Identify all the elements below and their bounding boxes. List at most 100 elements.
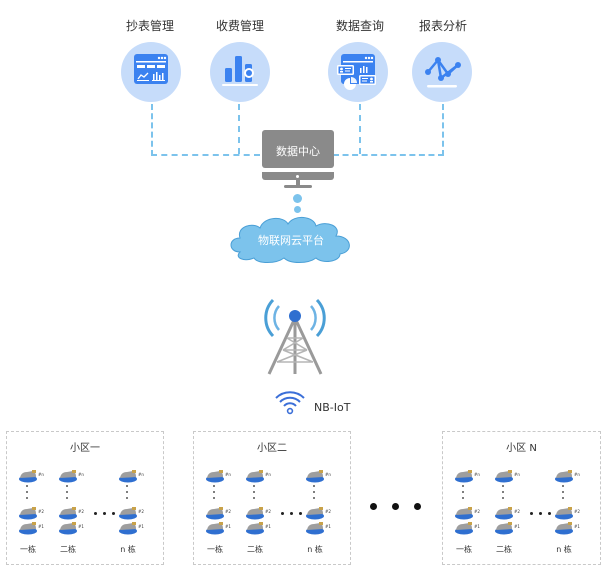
- cloud-icon: [230, 217, 350, 263]
- water-meter-icon[interactable]: #2: [554, 505, 580, 520]
- district-title: 小区 N: [506, 443, 537, 454]
- vertical-ellipsis-dot: [126, 485, 128, 487]
- link-dot-2: [294, 206, 301, 213]
- water-meter-icon[interactable]: #2: [305, 505, 331, 520]
- nbiot-label: NB-IoT: [314, 401, 351, 414]
- water-meter-icon[interactable]: #n: [554, 468, 580, 483]
- app-data-query[interactable]: [328, 42, 388, 102]
- water-meter-icon[interactable]: #2: [205, 505, 231, 520]
- vertical-ellipsis-dot: [213, 497, 215, 499]
- water-meter-icon[interactable]: #1: [58, 520, 84, 535]
- district-title: 小区二: [257, 443, 287, 454]
- water-meter-icon[interactable]: #2: [58, 505, 84, 520]
- water-meter-icon[interactable]: #2: [18, 505, 44, 520]
- vertical-ellipsis-dot: [66, 491, 68, 493]
- water-meter-icon[interactable]: #1: [118, 520, 144, 535]
- building-label: n 栋: [307, 545, 323, 554]
- vertical-ellipsis-dot: [313, 485, 315, 487]
- vertical-ellipsis-dot: [562, 485, 564, 487]
- app-title-data-query: 数据查询: [335, 19, 384, 33]
- water-meter-icon[interactable]: #2: [118, 505, 144, 520]
- app-meter-reading[interactable]: [121, 42, 181, 102]
- svg-text:#2: #2: [574, 509, 580, 514]
- water-meter-icon[interactable]: #2: [454, 505, 480, 520]
- wifi-icon: [275, 391, 305, 415]
- water-meter-icon[interactable]: #n: [454, 468, 480, 483]
- data-center-label: 数据中心: [276, 145, 320, 158]
- svg-text:#n: #n: [138, 472, 144, 477]
- svg-text:#2: #2: [138, 509, 144, 514]
- district-title: 小区一: [70, 443, 100, 454]
- building-label: 一栋: [456, 545, 472, 554]
- building-label: n 栋: [120, 545, 136, 554]
- vertical-ellipsis-dot: [502, 485, 504, 487]
- district-1[interactable]: 小区一: [6, 431, 164, 565]
- svg-text:#1: #1: [574, 524, 580, 529]
- water-meter-icon[interactable]: #1: [554, 520, 580, 535]
- svg-text:#n: #n: [38, 472, 44, 477]
- water-meter-icon[interactable]: #1: [245, 520, 271, 535]
- vertical-ellipsis-dot: [313, 497, 315, 499]
- water-meter-icon[interactable]: #1: [18, 520, 44, 535]
- vertical-ellipsis-dot: [253, 485, 255, 487]
- vertical-ellipsis-dot: [213, 491, 215, 493]
- water-meter-icon[interactable]: #n: [205, 468, 231, 483]
- svg-text:#1: #1: [325, 524, 331, 529]
- svg-text:#2: #2: [474, 509, 480, 514]
- dashboard-chart-icon: [134, 54, 168, 84]
- svg-text:#2: #2: [514, 509, 520, 514]
- data-query-icon: [337, 54, 376, 90]
- water-meter-icon[interactable]: #1: [305, 520, 331, 535]
- district-n[interactable]: 小区 N: [442, 431, 601, 565]
- svg-text:#n: #n: [265, 472, 271, 477]
- building-label: 二栋: [496, 545, 512, 554]
- district-2[interactable]: 小区二: [193, 431, 351, 565]
- link-dot-1: [293, 194, 302, 203]
- horizontal-ellipsis-dot: [112, 512, 115, 515]
- svg-text:#2: #2: [38, 509, 44, 514]
- vertical-ellipsis-dot: [213, 485, 215, 487]
- vertical-ellipsis-dot: [462, 485, 464, 487]
- water-meter-icon[interactable]: #2: [494, 505, 520, 520]
- water-meter-icon[interactable]: #n: [305, 468, 331, 483]
- monitor-stand: [284, 185, 312, 188]
- connector-right-2: [359, 104, 361, 154]
- svg-text:#2: #2: [78, 509, 84, 514]
- monitor-screen: [262, 130, 334, 168]
- horizontal-ellipsis-dot: [290, 512, 293, 515]
- bar-chart-coin-icon: [222, 56, 258, 86]
- water-meter-icon[interactable]: #1: [205, 520, 231, 535]
- vertical-ellipsis-dot: [462, 497, 464, 499]
- app-report-analysis[interactable]: [412, 42, 472, 102]
- svg-text:#1: #1: [265, 524, 271, 529]
- water-meter-icon[interactable]: #1: [454, 520, 480, 535]
- svg-text:#2: #2: [325, 509, 331, 514]
- water-meter-icon[interactable]: #n: [58, 468, 84, 483]
- svg-text:#n: #n: [514, 472, 520, 477]
- data-center-monitor[interactable]: 数据中心: [262, 130, 334, 196]
- svg-text:#1: #1: [138, 524, 144, 529]
- monitor-power-dot: [296, 175, 299, 178]
- water-meter-icon[interactable]: #n: [118, 468, 144, 483]
- signal-tower: [255, 290, 335, 380]
- water-meter-icon[interactable]: #n: [245, 468, 271, 483]
- vertical-ellipsis-dot: [26, 485, 28, 487]
- app-title-meter-reading: 抄表管理: [125, 19, 174, 33]
- vertical-ellipsis-dot: [66, 497, 68, 499]
- connector-right: [333, 104, 444, 156]
- water-meter-icon[interactable]: #1: [494, 520, 520, 535]
- vertical-ellipsis-dot: [562, 497, 564, 499]
- water-meter-icon[interactable]: #n: [494, 468, 520, 483]
- water-meter-icon[interactable]: #2: [245, 505, 271, 520]
- vertical-ellipsis-dot: [462, 491, 464, 493]
- vertical-ellipsis-dot: [66, 485, 68, 487]
- ellipsis-dot: [392, 503, 399, 510]
- horizontal-ellipsis-dot: [94, 512, 97, 515]
- iot-cloud-platform[interactable]: 物联网云平台: [226, 212, 356, 264]
- water-meter-icon[interactable]: #n: [18, 468, 44, 483]
- nbiot-wifi: [273, 387, 307, 417]
- svg-text:#n: #n: [78, 472, 84, 477]
- ellipsis-dot: [414, 503, 421, 510]
- building-label: 一栋: [20, 545, 36, 554]
- app-billing[interactable]: [210, 42, 270, 102]
